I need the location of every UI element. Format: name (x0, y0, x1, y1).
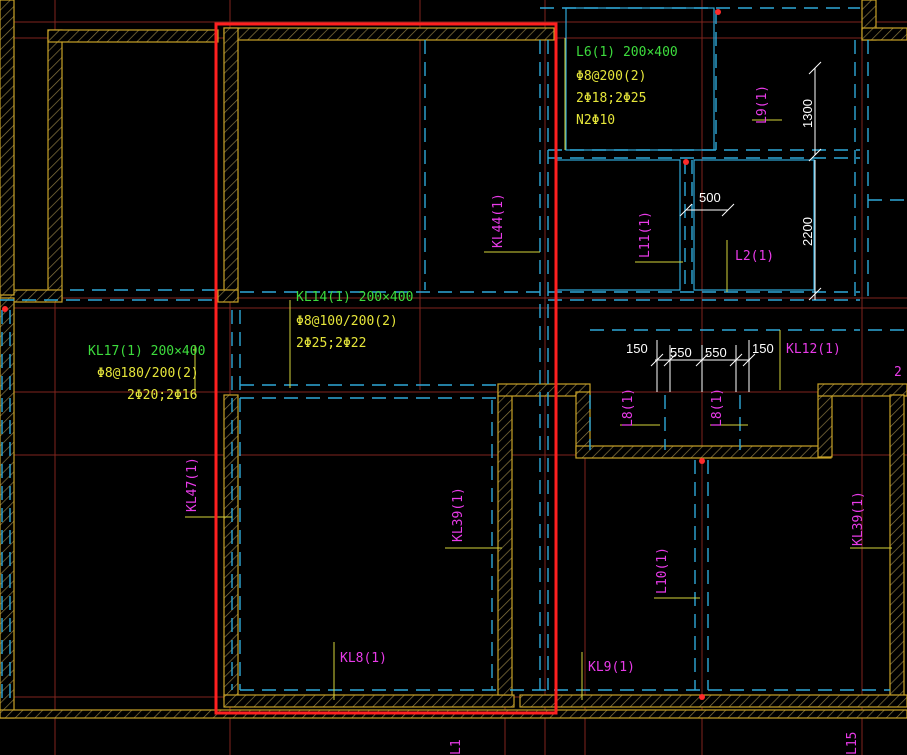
beam-label-kl17[interactable]: KL17(1) 200×400 Φ8@180/200(2) 2Φ20;2Φ16 (88, 344, 205, 403)
dim-550-right: 550 (705, 345, 727, 360)
tag-kl12[interactable]: KL12(1) (786, 342, 841, 357)
dim-500: 500 (699, 190, 721, 205)
tag-kl47[interactable]: KL47(1) (185, 457, 200, 512)
walls (0, 0, 907, 719)
room-outlines (555, 7, 815, 291)
l6-waist: N2Φ10 (576, 113, 615, 128)
dim-1300: 1300 (800, 99, 815, 128)
beam-label-l6[interactable]: L6(1) 200×400 Φ8@200(2) 2Φ18;2Φ25 N2Φ10 (576, 45, 678, 128)
tag-l8-left[interactable]: L8(1) (621, 388, 636, 427)
tag-l8-right[interactable]: L8(1) (710, 388, 725, 427)
l6-bars: 2Φ18;2Φ25 (576, 91, 646, 106)
beam-tags: KL44(1) KL47(1) KL39(1) KL39(1) KL8(1) K… (185, 85, 902, 755)
tag-l1[interactable]: L1 (449, 739, 464, 755)
dimension-texts: 1300 2200 500 150 550 550 150 (626, 99, 815, 360)
tag-l11[interactable]: L11(1) (638, 211, 653, 258)
tag-edge-2[interactable]: 2 (894, 365, 902, 380)
kl14-name: KL14(1) 200×400 (296, 290, 413, 305)
l6-stirrup: Φ8@200(2) (576, 69, 646, 84)
tag-l9[interactable]: L9(1) (755, 85, 770, 124)
tag-kl39-left[interactable]: KL39(1) (451, 487, 466, 542)
selection-box[interactable] (214, 22, 558, 715)
beam-label-kl14[interactable]: KL14(1) 200×400 Φ8@100/200(2) 2Φ25;2Φ22 (296, 290, 413, 351)
label-leaders (185, 38, 892, 700)
tag-kl39-right[interactable]: KL39(1) (851, 491, 866, 546)
dimension-lines (650, 61, 822, 392)
tag-l15[interactable]: L15 (845, 732, 860, 755)
l6-name: L6(1) 200×400 (576, 45, 678, 60)
kl17-name: KL17(1) 200×400 (88, 344, 205, 359)
tag-kl8[interactable]: KL8(1) (340, 651, 387, 666)
tag-kl44[interactable]: KL44(1) (491, 193, 506, 248)
kl17-stirrup: Φ8@180/200(2) (97, 366, 199, 381)
kl14-bars: 2Φ25;2Φ22 (296, 336, 366, 351)
kl14-stirrup: Φ8@100/200(2) (296, 314, 398, 329)
tag-l10[interactable]: L10(1) (655, 547, 670, 594)
dim-2200: 2200 (800, 217, 815, 246)
tag-kl9[interactable]: KL9(1) (588, 660, 635, 675)
tag-l2[interactable]: L2(1) (735, 249, 774, 264)
dim-550-left: 550 (670, 345, 692, 360)
axis-nodes (2, 9, 721, 700)
kl17-bars: 2Φ20;2Φ16 (127, 388, 197, 403)
dim-150-right: 150 (752, 341, 774, 356)
dim-150-left: 150 (626, 341, 648, 356)
